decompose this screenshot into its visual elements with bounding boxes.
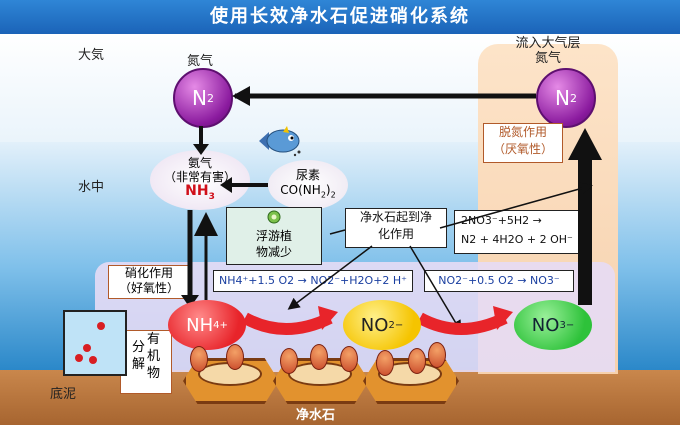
stone-label: 净水石 (296, 408, 336, 423)
decompose-box: 分解 有机物 (120, 330, 172, 394)
decompose-char: 分 (131, 340, 145, 355)
n2-right-sub: 2 (569, 91, 577, 105)
fish-icon (259, 126, 301, 157)
urea-formula-sub: 2 (320, 190, 326, 200)
urea-formula-tail: ) (325, 182, 331, 197)
arrow-n2-return-head (232, 86, 250, 106)
no3-sup: − (565, 319, 575, 331)
nitrification-line1: 硝化作用 (124, 266, 173, 280)
nh3-symbol: NH (185, 183, 209, 200)
n2-left-sub: 2 (206, 91, 214, 105)
bacteria-icon (226, 344, 244, 370)
zone-label-sediment: 底泥 (50, 387, 77, 402)
urea-line1: 尿素 (295, 167, 320, 182)
denitrify-equation: 2NO3⁻+5H2 → N2 + 4H2O + 2 OH⁻ (454, 210, 580, 254)
line-stone-to-n2 (439, 182, 593, 229)
decompose-col1: 分解 (132, 339, 145, 393)
organic-matter-box (63, 310, 127, 376)
urea-formula-main: CO(NH (280, 182, 321, 197)
nitrification-line2: （好氧性） (118, 281, 179, 295)
arrow-urea-to-nh3-head (220, 177, 232, 193)
bacteria-icon (408, 348, 426, 374)
urea-bubble: 尿素 CO(NH2)2 (268, 160, 348, 210)
no2-symbol: NO (360, 314, 389, 336)
bacteria-icon (280, 348, 298, 374)
n2-right-symbol: N (555, 86, 570, 110)
plankton-box: 浮游植 物减少 (226, 207, 322, 265)
nh4-sup: + (219, 319, 228, 331)
stone-action-box: 净水石起到净 化作用 (345, 208, 447, 248)
line-stone-to-nh4 (287, 245, 373, 310)
nh4-equation: NH4⁺+1.5 O2 → NO2⁻+H2O+2 H⁺ (213, 270, 413, 292)
nh3-bubble: 氨气 （非常有害） NH3 (150, 150, 250, 210)
line-plankton-to-stone (329, 229, 346, 235)
no2-sup: − (394, 319, 404, 331)
bacteria-icon (428, 342, 446, 368)
arrow-n2-to-nh3-head (193, 144, 209, 155)
nh3-sub: 3 (208, 191, 215, 202)
stone-action-line2: 化作用 (377, 227, 414, 241)
decompose-char: 物 (147, 366, 161, 381)
n2-right-label-line2: 氮气 (534, 51, 561, 66)
denitrify-eq-line2: N2 + 4H2O + 2 OH⁻ (461, 233, 573, 246)
nh4-sub: 4 (213, 319, 220, 331)
organic-particles-icon (75, 322, 105, 364)
denitrify-eq-line1: 2NO3⁻+5H2 → (461, 214, 542, 227)
plankton-line2: 物减少 (255, 245, 292, 259)
decompose-char: 解 (131, 357, 145, 372)
arrow-no3-to-n2 (578, 160, 592, 305)
n2-right-label-line1: 流入大气层 (515, 36, 581, 51)
nh3-formula: NH3 (185, 184, 215, 204)
urea-formula-tail-sub: 2 (330, 190, 336, 200)
denitrification-box: 脱氮作用 （厌氧性） (483, 123, 563, 163)
bacteria-icon (190, 346, 208, 372)
plankton-icon (267, 210, 281, 224)
bacteria-icon (340, 346, 358, 372)
bacteria-icon (310, 344, 328, 370)
nitrification-box: 硝化作用 （好氧性） (108, 265, 190, 299)
diagram-title: 使用长效净水石促进硝化系统 (0, 0, 680, 34)
nh3-line1: 氨气 (187, 156, 212, 171)
urea-formula: CO(NH2)2 (280, 183, 335, 202)
nh3-line2: （非常有害） (163, 170, 236, 185)
red-arrow-no2-to-no3-head (493, 306, 513, 330)
nh4-symbol: NH (186, 314, 214, 336)
no2-sub: 2 (388, 319, 395, 331)
n2-right-label: 流入大气层 氮气 (498, 36, 598, 66)
zone-label-air: 大気 (78, 48, 105, 63)
no3-symbol: NO (531, 314, 560, 336)
decompose-char: 机 (147, 349, 161, 364)
no3-sub: 3 (559, 319, 566, 331)
denitrification-line1: 脱氮作用 (498, 125, 547, 139)
red-arrow-no2-to-no3 (417, 312, 508, 335)
red-arrow-nh4-to-no2 (242, 312, 333, 335)
line-stone-to-no2 (409, 245, 462, 333)
stone-action-line1: 净水石起到净 (359, 210, 432, 224)
bacteria-icon (376, 350, 394, 376)
decompose-col2: 有机物 (147, 331, 160, 393)
red-arrow-nh4-to-no2-head (318, 306, 338, 330)
decompose-char: 有 (147, 332, 161, 347)
no2-equation: NO2⁻+0.5 O2 → NO3⁻ (424, 270, 574, 292)
denitrification-line2: （厌氧性） (492, 142, 553, 156)
zone-label-water: 水中 (78, 180, 105, 195)
n2-left-label: 氮气 (186, 54, 213, 69)
n2-left-symbol: N (192, 86, 207, 110)
plankton-line1: 浮游植 (255, 229, 292, 243)
arrow-no3-to-n2-head (568, 128, 602, 160)
